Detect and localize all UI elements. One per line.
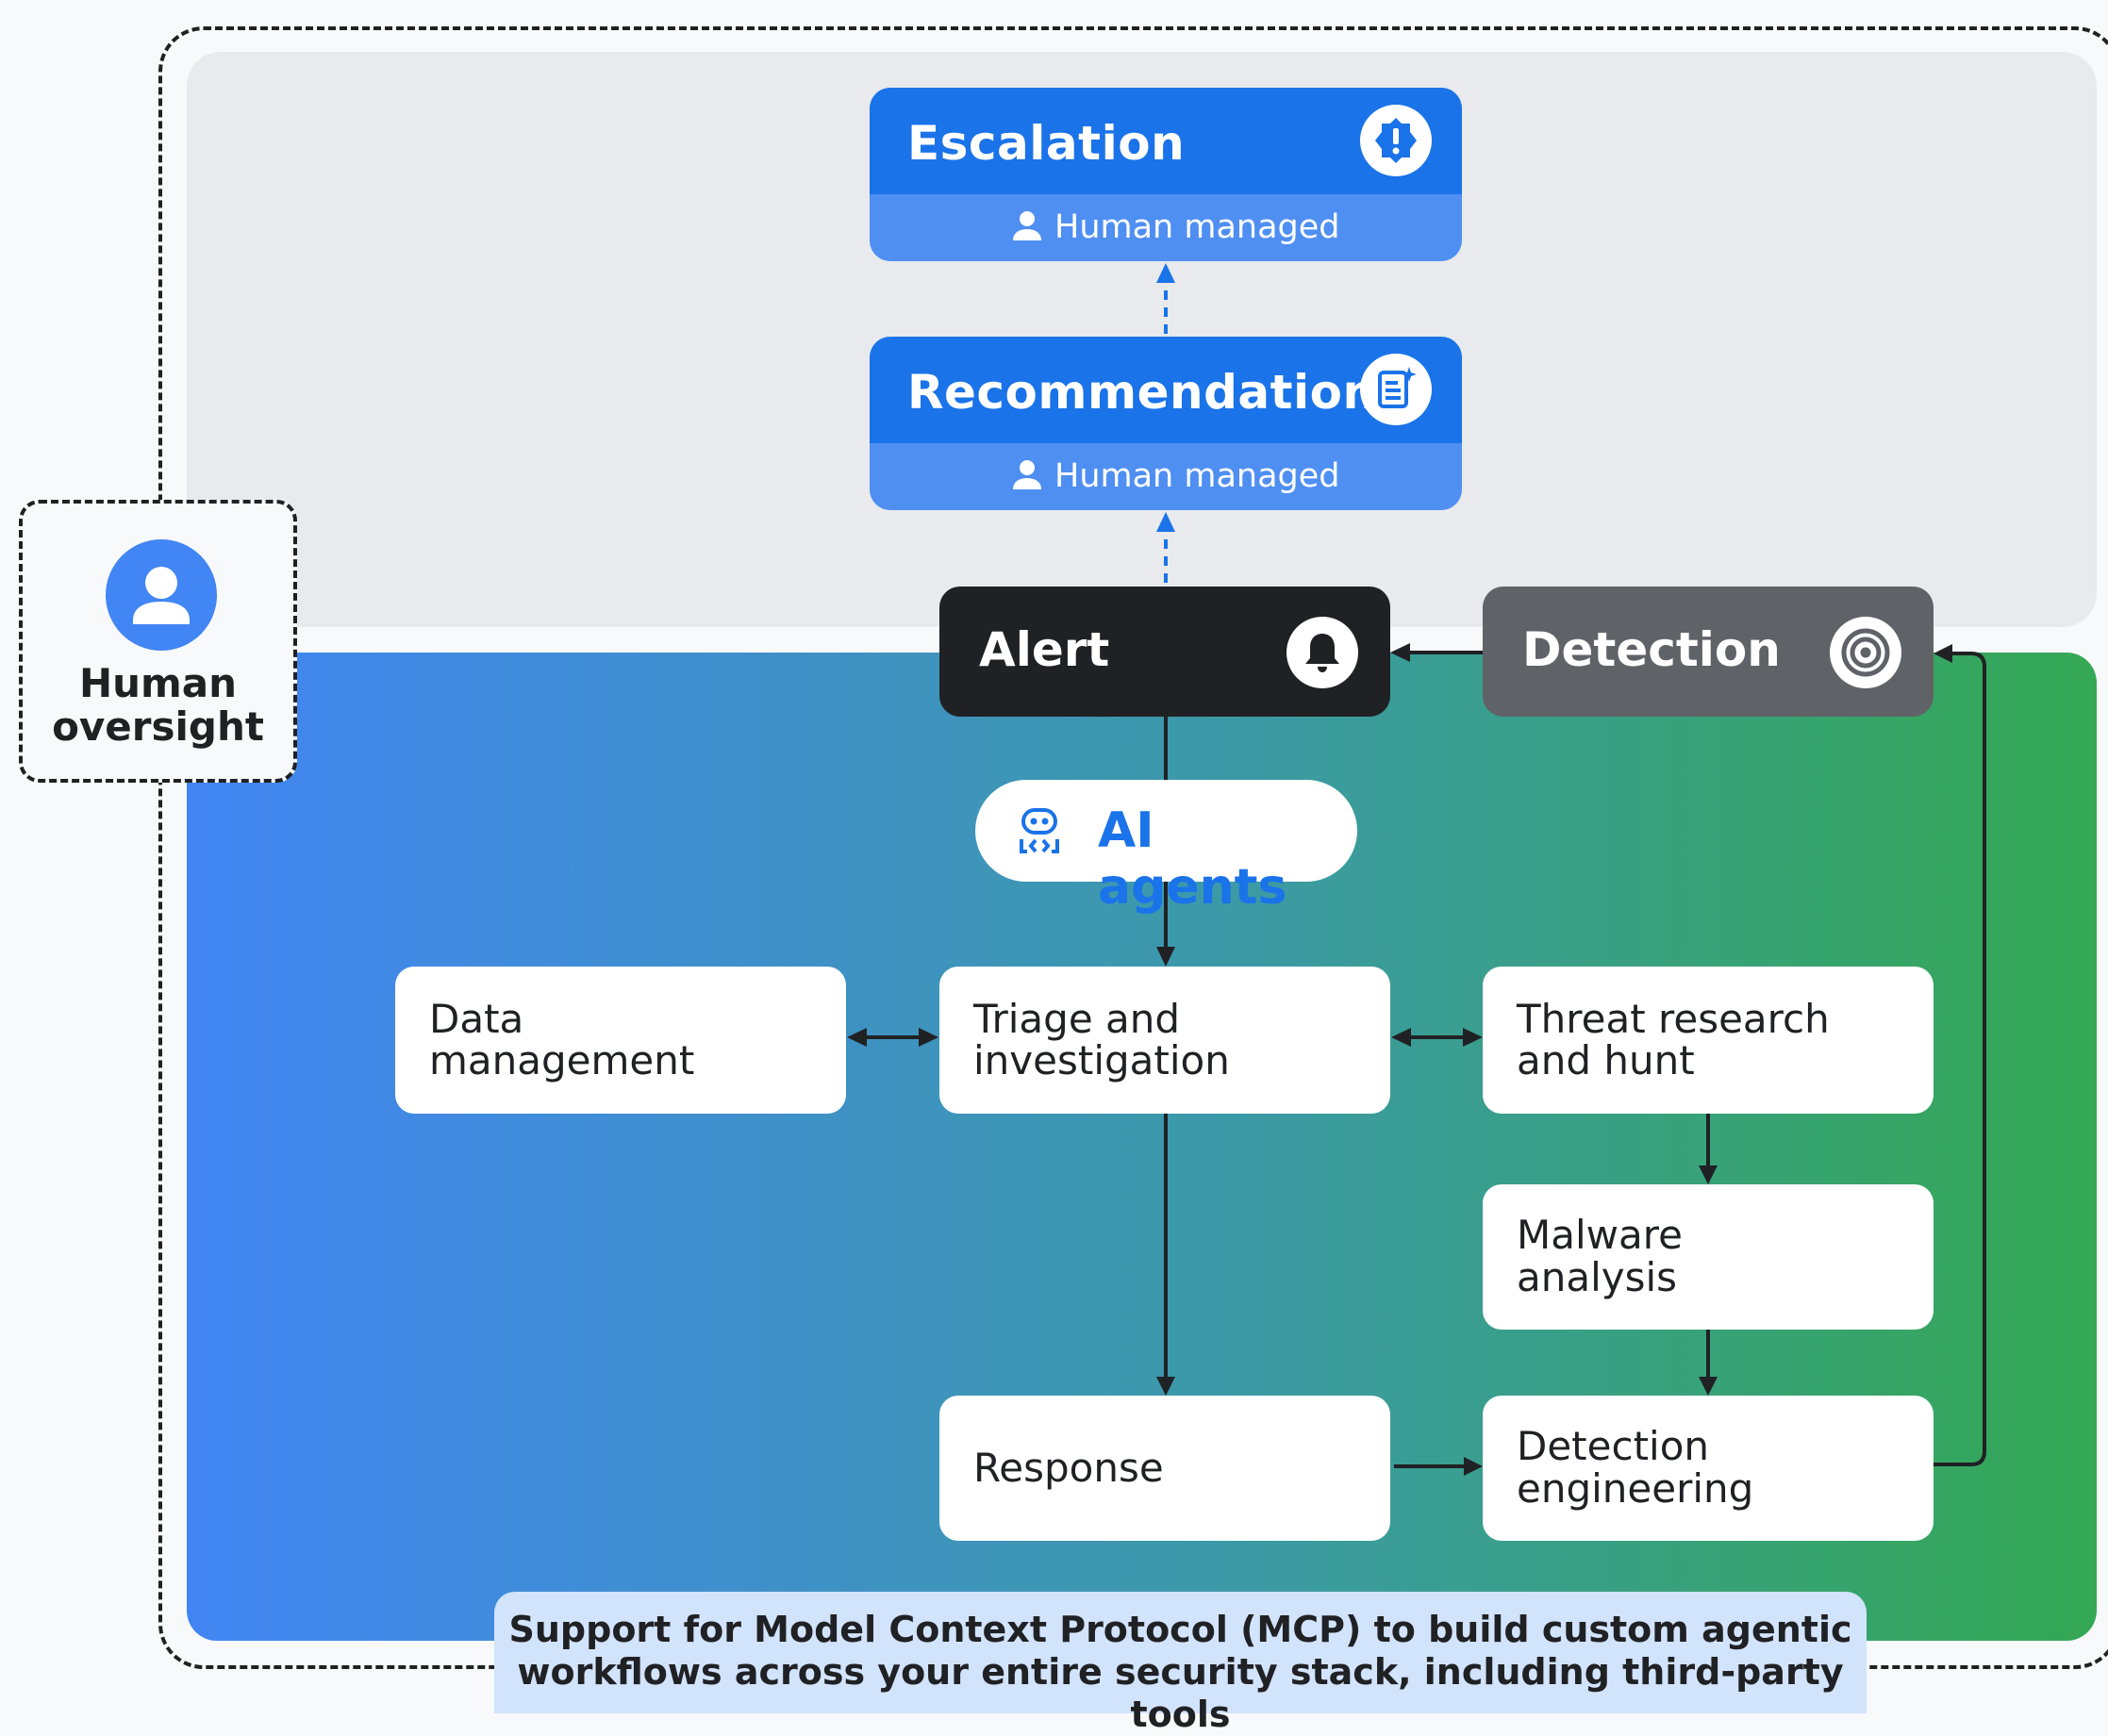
recommendation-title: Recommendation [907, 365, 1377, 420]
person-small-icon [1013, 211, 1041, 240]
arrowhead-alert [1390, 643, 1410, 662]
threat-line2: and hunt [1517, 1037, 1695, 1083]
detection-title: Detection [1522, 622, 1781, 677]
recommendation-subtitle: Human managed [1054, 457, 1340, 495]
response-box: Response [939, 1396, 1390, 1541]
human-oversight-box: Human oversight [19, 500, 297, 783]
data-management-box: Data management [395, 967, 846, 1114]
arrowhead-response [1156, 1377, 1175, 1396]
arrowhead-escalation [1156, 263, 1175, 283]
arrowhead-recommendation [1156, 512, 1175, 532]
arrowhead-threat-right [1463, 1028, 1483, 1047]
arrowhead-malware [1699, 1166, 1718, 1184]
data-management-line1: Data [429, 996, 524, 1042]
bell-icon [1286, 617, 1358, 688]
arrowhead-data-left [847, 1028, 867, 1047]
triage-line2: investigation [973, 1037, 1230, 1083]
detection-engineering-line2: engineering [1517, 1465, 1754, 1512]
robot-code-icon [1020, 808, 1059, 853]
escalation-subtitle: Human managed [1054, 208, 1340, 246]
escalation-card: Escalation Human managed [870, 88, 1462, 261]
threat-line1: Threat research [1517, 996, 1830, 1042]
person-small-icon [1013, 460, 1041, 489]
threat-research-box: Threat research and hunt [1483, 967, 1934, 1114]
triage-box: Triage and investigation [939, 967, 1390, 1114]
human-label-line2: oversight [52, 703, 264, 750]
alert-badge-icon [1360, 105, 1432, 176]
doc-sparkle-icon [1360, 354, 1432, 425]
person-icon [106, 539, 217, 651]
arrow-engineering-to-detection [1934, 652, 1986, 1466]
human-oversight-label: Human oversight [23, 662, 293, 749]
recommendation-card: Recommendation Human managed [870, 337, 1462, 510]
arrowhead-threat-left [1391, 1028, 1411, 1047]
data-management-line2: management [429, 1037, 695, 1083]
response-label: Response [973, 1445, 1164, 1491]
mcp-banner: Support for Model Context Protocol (MCP)… [494, 1592, 1867, 1735]
arrowhead-data-right [919, 1028, 938, 1047]
malware-line2: analysis [1517, 1254, 1678, 1300]
mcp-line2: workflows across your entire security st… [517, 1651, 1844, 1735]
escalation-title: Escalation [907, 116, 1186, 171]
arrowhead-detection [1934, 644, 1952, 663]
triage-line1: Triage and [973, 996, 1181, 1042]
alert-card: Alert [939, 587, 1390, 717]
alert-title: Alert [979, 622, 1110, 677]
ai-agents-pill: AI agents [975, 780, 1357, 916]
target-icon [1830, 617, 1901, 688]
malware-analysis-box: Malware analysis [1483, 1184, 1934, 1330]
detection-engineering-line1: Detection [1517, 1423, 1710, 1469]
human-label-line1: Human [78, 660, 238, 706]
arrowhead-engineering-left [1464, 1457, 1483, 1476]
arrowhead-triage [1156, 947, 1175, 967]
arrowhead-engineering [1699, 1377, 1718, 1396]
ai-agents-label: AI agents [1098, 802, 1287, 916]
detection-card: Detection [1483, 587, 1934, 717]
malware-line1: Malware [1517, 1212, 1683, 1258]
detection-engineering-box: Detection engineering [1483, 1396, 1934, 1541]
mcp-line1: Support for Model Context Protocol (MCP)… [508, 1609, 1852, 1650]
